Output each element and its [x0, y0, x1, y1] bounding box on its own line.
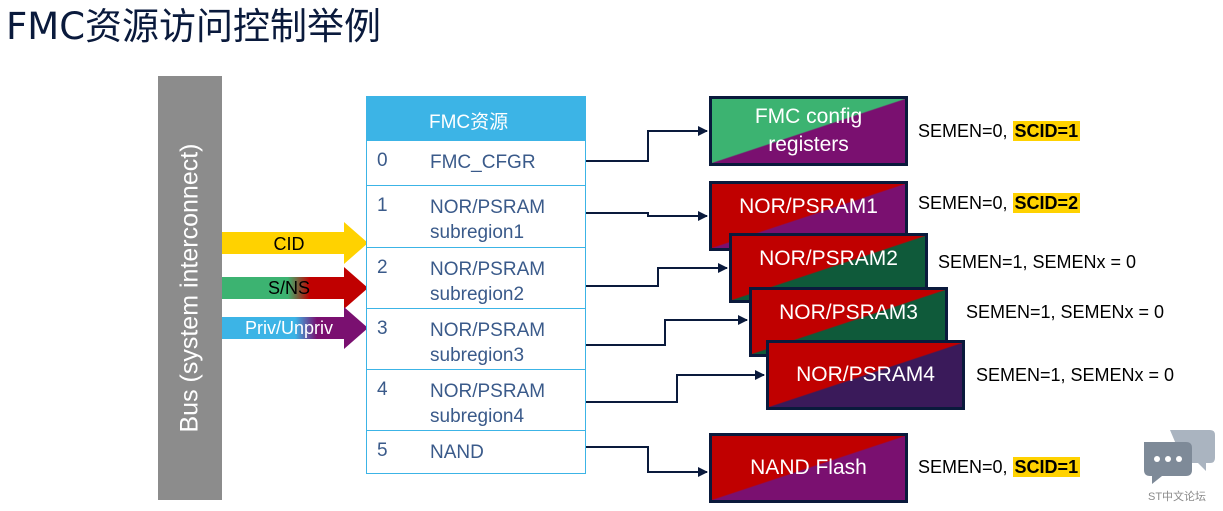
- page-title: FMC资源访问控制举例: [6, 5, 382, 48]
- row-name-line1: NOR/PSRAM: [430, 381, 546, 402]
- table-row: 1 NOR/PSRAM subregion1: [366, 186, 586, 248]
- row-name: NOR/PSRAM subregion4: [430, 379, 545, 429]
- box-label: NOR/PSRAM4: [796, 363, 935, 386]
- fmc-config-box: FMC config registers: [709, 96, 908, 166]
- row-name-line2: subregion1: [430, 222, 525, 243]
- sns-arrow: [222, 267, 368, 309]
- note-highlight: SCID=1: [1012, 457, 1081, 477]
- note-highlight: SCID=1: [1012, 121, 1081, 141]
- note-nor-psram1: SEMEN=0, SCID=2: [918, 193, 1081, 214]
- connector-3: [586, 315, 748, 346]
- note-nor-psram4: SEMEN=1, SEMENx = 0: [976, 365, 1175, 385]
- table-row: 2 NOR/PSRAM subregion2: [366, 248, 586, 309]
- connector-2: [586, 263, 728, 287]
- row-name: NOR/PSRAM subregion3: [430, 318, 545, 368]
- priv-arrow: [222, 307, 368, 349]
- row-index: 4: [377, 379, 388, 400]
- row-name-line2: subregion4: [430, 406, 525, 427]
- cid-label: CID: [273, 234, 305, 254]
- table-header-label: FMC资源: [429, 112, 509, 133]
- note-text: SEMEN=0,: [918, 121, 1013, 141]
- sns-label: S/NS: [267, 278, 310, 298]
- row-index: 3: [377, 318, 388, 339]
- row-index: 1: [377, 195, 388, 216]
- row-name-line1: NOR/PSRAM: [430, 259, 546, 280]
- row-name: NOR/PSRAM subregion2: [430, 257, 545, 307]
- row-name-line1: FMC_CFGR: [430, 152, 536, 173]
- table-row: 5 NAND: [366, 431, 586, 474]
- note-nand: SEMEN=0, SCID=1: [918, 457, 1081, 478]
- nor-psram4-box: NOR/PSRAM4: [766, 340, 965, 410]
- note-text: SEMEN=0,: [918, 457, 1013, 477]
- box-label-line1: FMC config: [754, 105, 863, 128]
- note-text: SEMEN=0,: [918, 193, 1013, 213]
- chat-bubble-icon: [1144, 430, 1215, 484]
- box-label: NOR/PSRAM3: [779, 301, 918, 325]
- connector-1: [586, 211, 708, 221]
- box-label: NOR/PSRAM1: [739, 195, 878, 219]
- row-name-line1: NOR/PSRAM: [430, 320, 546, 341]
- row-name: FMC_CFGR: [430, 150, 536, 175]
- note-nor-psram2: SEMEN=1, SEMENx = 0: [938, 252, 1137, 272]
- box-label: NOR/PSRAM2: [759, 247, 898, 271]
- row-name-line2: subregion3: [430, 345, 525, 366]
- nand-flash-box: NAND Flash: [709, 433, 908, 503]
- connector-5: [586, 446, 708, 477]
- row-name-line1: NOR/PSRAM: [430, 197, 546, 218]
- row-index: 5: [377, 440, 388, 461]
- note-highlight: SCID=2: [1012, 193, 1081, 213]
- box-label-line2: registers: [768, 133, 849, 156]
- box-label: NAND Flash: [750, 456, 867, 479]
- row-index: 2: [377, 257, 388, 278]
- connector-4: [586, 370, 765, 403]
- box-label: FMC config registers: [712, 103, 905, 159]
- note-nor-psram3: SEMEN=1, SEMENx = 0: [966, 302, 1165, 322]
- fmc-resource-table: FMC资源 0 FMC_CFGR 1 NOR/PSRAM subregion1 2…: [366, 96, 586, 474]
- row-name-line1: NAND: [430, 442, 484, 463]
- watermark-label: ST中文论坛: [1148, 491, 1207, 503]
- row-name: NAND: [430, 440, 484, 465]
- table-header: FMC资源: [366, 96, 586, 141]
- table-row: 0 FMC_CFGR: [366, 141, 586, 186]
- note-fmc-config: SEMEN=0, SCID=1: [918, 121, 1081, 142]
- connector-0: [586, 126, 708, 162]
- priv-label: Priv/Unpriv: [244, 318, 333, 338]
- row-name-line2: subregion2: [430, 284, 525, 305]
- cid-arrow: [222, 222, 368, 264]
- bus-bar: [158, 76, 222, 500]
- table-row: 4 NOR/PSRAM subregion4: [366, 370, 586, 431]
- table-row: 3 NOR/PSRAM subregion3: [366, 309, 586, 370]
- row-name: NOR/PSRAM subregion1: [430, 195, 545, 245]
- row-index: 0: [377, 150, 388, 171]
